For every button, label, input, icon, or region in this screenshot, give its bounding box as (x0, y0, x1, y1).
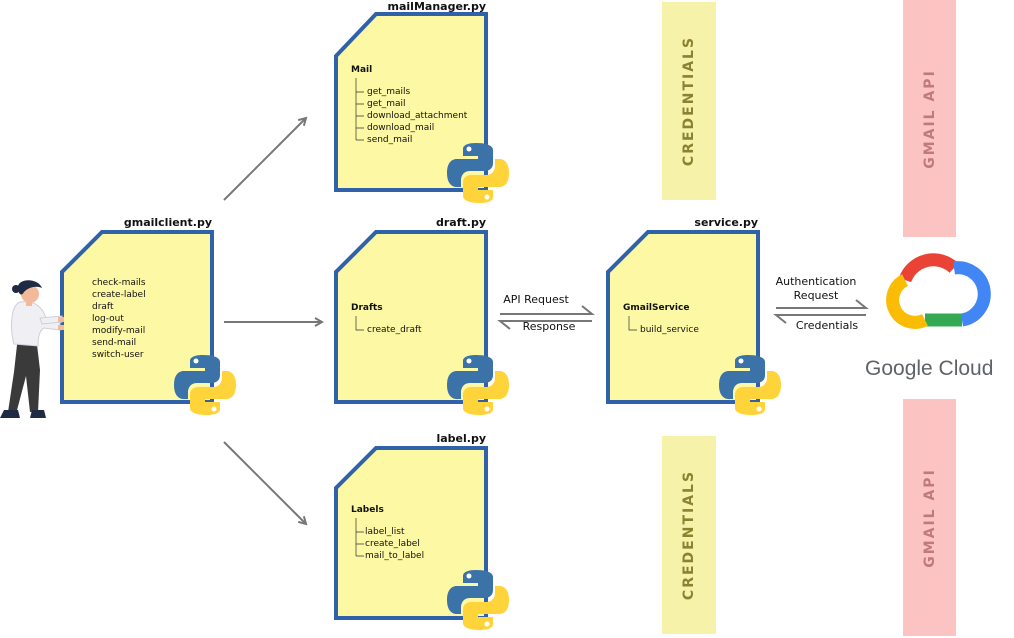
credentials-label: Credentials (795, 319, 859, 332)
gmail-api-strip: GMAIL API (903, 0, 956, 237)
google-cloud-wordmark: Google Cloud (865, 357, 994, 380)
gmail-api-strip-label: GMAIL API (921, 68, 938, 169)
draft-filename: draft.py (436, 216, 486, 229)
mail-class-heading: Mail (351, 65, 373, 75)
mailmanager-filename: mailManager.py (387, 0, 486, 13)
command-item: draft (92, 302, 114, 312)
method-item: build_service (640, 325, 699, 335)
authentication-request-label: Request (793, 289, 839, 302)
credentials-arrow (773, 314, 866, 324)
command-item: modify-mail (92, 326, 146, 336)
drafts-class-heading: Drafts (351, 303, 383, 313)
service-filename: service.py (694, 216, 758, 229)
labels-tree-lines (355, 518, 364, 557)
credentials-strip: CREDENTIALS (662, 436, 716, 634)
api-request-arrow (500, 305, 595, 315)
gmail-api-strip-label: GMAIL API (921, 467, 938, 568)
gmailservice-class-heading: GmailService (623, 303, 690, 313)
method-item: get_mails (367, 87, 411, 97)
service-tree-lines (628, 316, 637, 331)
service-file-shape (606, 230, 760, 404)
arrow-to-label (223, 441, 306, 524)
command-item: send-mail (92, 338, 137, 348)
label-file-shape (334, 446, 488, 620)
gmail-api-strip: GMAIL API (903, 399, 956, 636)
command-item: create-label (92, 290, 146, 300)
response-label: Response (522, 320, 576, 333)
command-item: check-mails (92, 278, 146, 288)
arrow-to-mailmanager (223, 118, 306, 201)
mailmanager-file-shape (334, 12, 488, 192)
api-request-label: API Request (503, 293, 569, 306)
mail-tree-lines (355, 78, 364, 141)
method-item: download_attachment (367, 111, 468, 121)
draft-file-shape (334, 230, 488, 404)
credentials-strip: CREDENTIALS (662, 2, 716, 200)
authentication-label: Authentication (775, 275, 857, 288)
command-item: switch-user (92, 350, 144, 360)
method-item: download_mail (367, 123, 435, 133)
method-item: send_mail (367, 135, 413, 145)
labels-class-heading: Labels (351, 505, 384, 515)
method-item: get_mail (367, 99, 406, 109)
google-cloud-logo-icon (886, 253, 991, 329)
method-item: label_list (365, 527, 405, 537)
label-filename: label.py (436, 432, 486, 445)
drafts-tree-lines (355, 316, 364, 331)
gmailclient-file-shape (60, 230, 214, 404)
credentials-strip-label: CREDENTIALS (681, 469, 697, 601)
response-arrow (497, 320, 592, 330)
command-item: log-out (92, 314, 124, 324)
method-item: mail_to_label (365, 551, 425, 561)
credentials-strip-label: CREDENTIALS (681, 35, 697, 167)
method-item: create_draft (367, 325, 422, 335)
person-figure (0, 280, 64, 418)
gmailclient-filename: gmailclient.py (123, 216, 212, 229)
auth-request-arrow (776, 299, 869, 309)
method-item: create_label (365, 539, 420, 549)
